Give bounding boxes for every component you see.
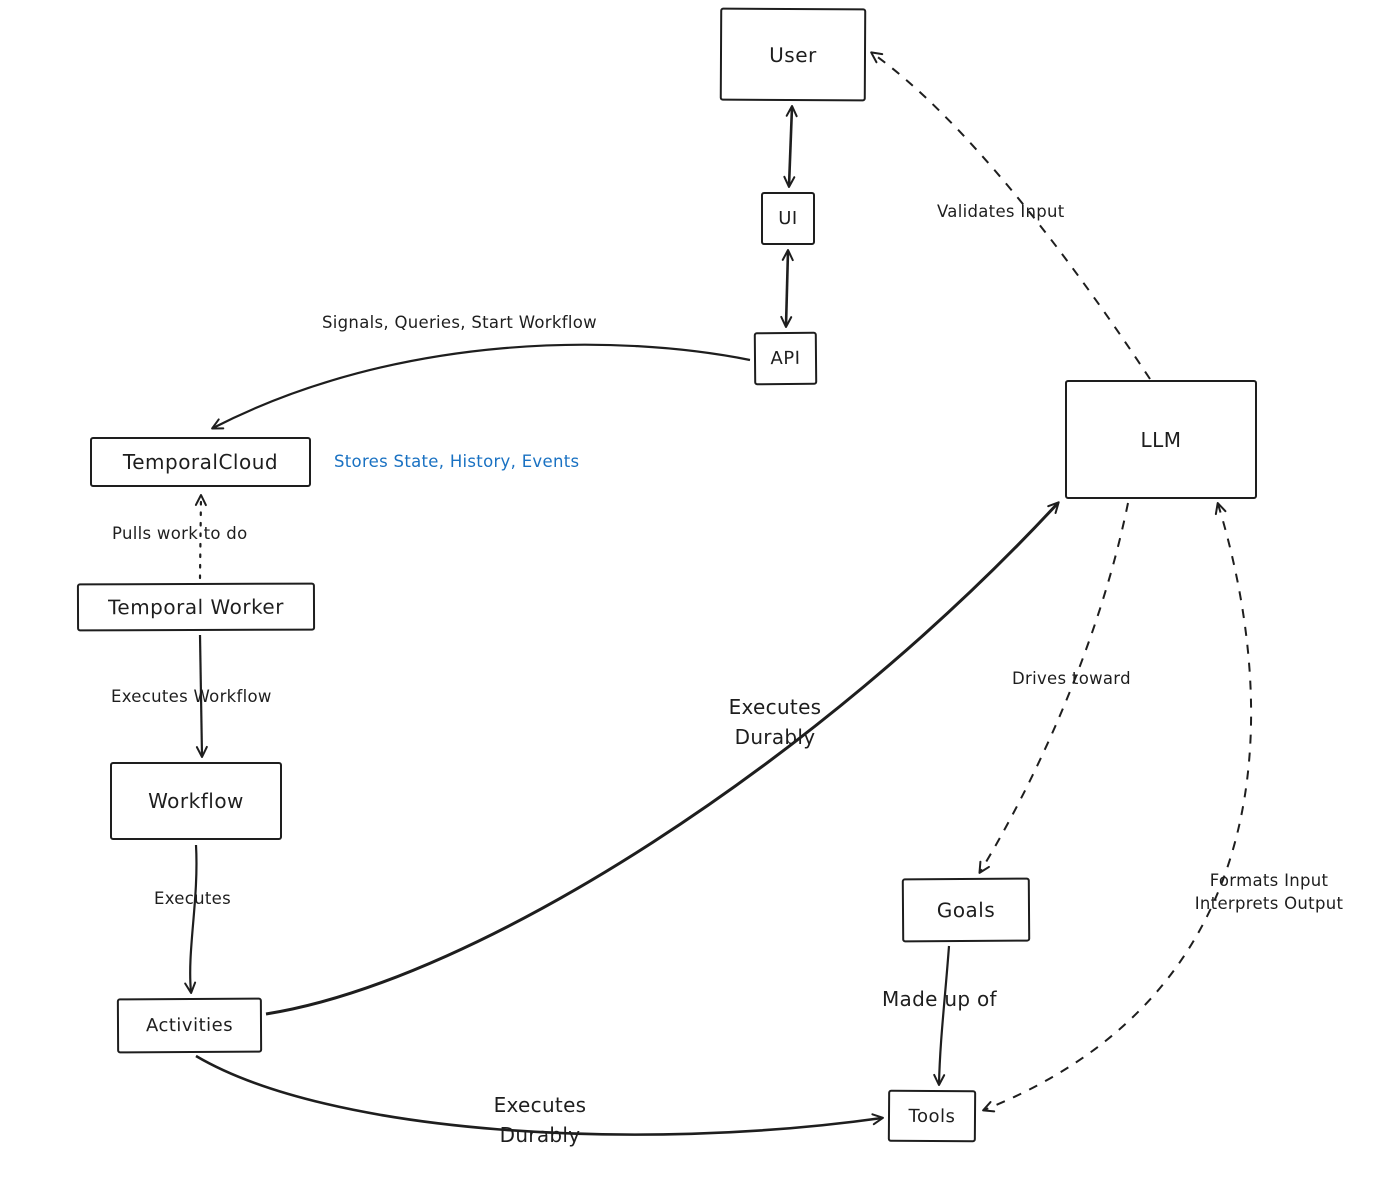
node-activities: Activities — [116, 997, 263, 1054]
edge-label-executes: Executes — [154, 889, 231, 908]
edge-label-line: Executes — [493, 1093, 587, 1117]
edge-label-signals-queries: Signals, Queries, Start Workflow — [322, 313, 597, 332]
node-workflow-label: Workflow — [148, 789, 244, 813]
node-temporal-worker-label: Temporal Worker — [108, 594, 284, 620]
edge-llm-tools-formats — [982, 502, 1253, 1113]
edge-label-line: Interprets Output — [1194, 894, 1344, 914]
edge-label-line: Formats Input — [1209, 871, 1329, 890]
edge-label-line: Executes — [728, 695, 822, 719]
edge-label-executes-durably-tools: Executes Durably — [465, 1090, 615, 1150]
node-temporal-worker: Temporal Worker — [76, 582, 316, 632]
edge-label-made-up-of: Made up of — [882, 987, 997, 1011]
node-temporal-cloud-label: TemporalCloud — [122, 450, 279, 474]
node-llm-label: LLM — [1140, 427, 1182, 452]
node-llm: LLM — [1065, 380, 1257, 499]
node-user: User — [719, 7, 867, 102]
annotation-stores-state: Stores State, History, Events — [334, 452, 580, 471]
edge-goals-tools — [933, 945, 951, 1086]
edge-ui-api — [780, 249, 794, 328]
edge-label-validates-input: Validates Input — [937, 202, 1065, 221]
node-temporal-cloud: TemporalCloud — [90, 437, 311, 487]
node-ui-label: UI — [778, 208, 798, 229]
node-workflow: Workflow — [110, 762, 282, 840]
node-api-label: API — [770, 347, 801, 370]
edge-label-line: Durably — [499, 1123, 581, 1147]
edge-label-pulls-work: Pulls work to do — [112, 524, 248, 543]
node-goals: Goals — [901, 877, 1031, 943]
edge-api-temporalcloud — [211, 343, 751, 430]
node-activities-label: Activities — [145, 1014, 234, 1037]
edge-workflow-activities — [184, 844, 198, 994]
node-ui: UI — [761, 192, 815, 245]
node-tools-label: Tools — [908, 1105, 956, 1127]
edge-user-ui — [783, 105, 798, 188]
edge-label-drives-toward: Drives toward — [1012, 669, 1131, 688]
node-api: API — [753, 331, 818, 386]
edge-label-executes-durably-llm: Executes Durably — [700, 692, 850, 752]
node-goals-label: Goals — [936, 897, 996, 923]
node-user-label: User — [769, 42, 817, 67]
edge-label-executes-workflow: Executes Workflow — [111, 687, 272, 706]
node-tools: Tools — [887, 1089, 977, 1143]
edge-label-formats-interprets: Formats Input Interprets Output — [1180, 869, 1358, 915]
edge-label-line: Durably — [734, 725, 816, 749]
